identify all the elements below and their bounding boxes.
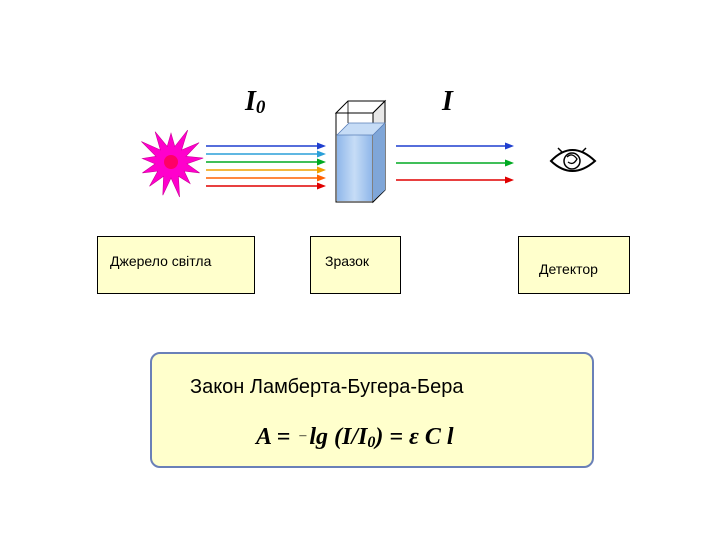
outgoing-beam-arrowhead-0	[505, 142, 514, 150]
formula-subscript: 0	[367, 434, 376, 451]
source-label: Джерело світла	[110, 253, 212, 269]
incoming-beam-arrowhead-3	[317, 166, 326, 174]
law-panel: Закон Ламберта-Бугера-Бера A = –lg (I/I0…	[150, 352, 594, 468]
formula-lhs: A =	[256, 424, 297, 450]
incoming-beam-arrowhead-4	[317, 174, 326, 182]
formula-rest: ) =	[375, 424, 410, 450]
sample-label: Зразок	[325, 253, 370, 269]
formula-end: C l	[418, 424, 454, 450]
detector-label: Детектор	[539, 261, 598, 277]
intensity-in-subscript: 0	[255, 97, 266, 118]
detector-label-box: Детектор	[518, 236, 630, 294]
outgoing-beams	[396, 142, 514, 184]
cuvette	[334, 99, 387, 204]
intensity-in-symbol: I	[245, 86, 256, 117]
source-label-box: Джерело світла	[97, 236, 255, 294]
formula-minus: –	[299, 428, 307, 443]
cuvette-liquid	[337, 135, 372, 201]
intensity-out-symbol: I	[442, 86, 453, 117]
outgoing-beam-arrowhead-1	[505, 159, 514, 167]
incoming-beam-arrowhead-5	[317, 182, 326, 190]
law-formula: A = –lg (I/I0) = ε C l	[256, 424, 454, 452]
formula-lg: lg (I/I	[309, 424, 368, 450]
outgoing-beam-arrowhead-2	[505, 176, 514, 184]
sample-label-box: Зразок	[310, 236, 401, 294]
incoming-beam-arrowhead-0	[317, 142, 326, 150]
burst-core	[164, 155, 178, 169]
eye-icon	[549, 147, 597, 172]
transmitted-intensity-label: I	[442, 86, 453, 118]
incoming-beam-arrowhead-2	[317, 158, 326, 166]
starburst-icon	[141, 129, 204, 198]
incident-intensity-label: I0	[245, 86, 265, 119]
incoming-beams	[206, 142, 326, 190]
formula-epsilon: ε	[409, 424, 419, 450]
incoming-beam-arrowhead-1	[317, 150, 326, 158]
law-title: Закон Ламберта-Бугера-Бера	[190, 376, 464, 398]
